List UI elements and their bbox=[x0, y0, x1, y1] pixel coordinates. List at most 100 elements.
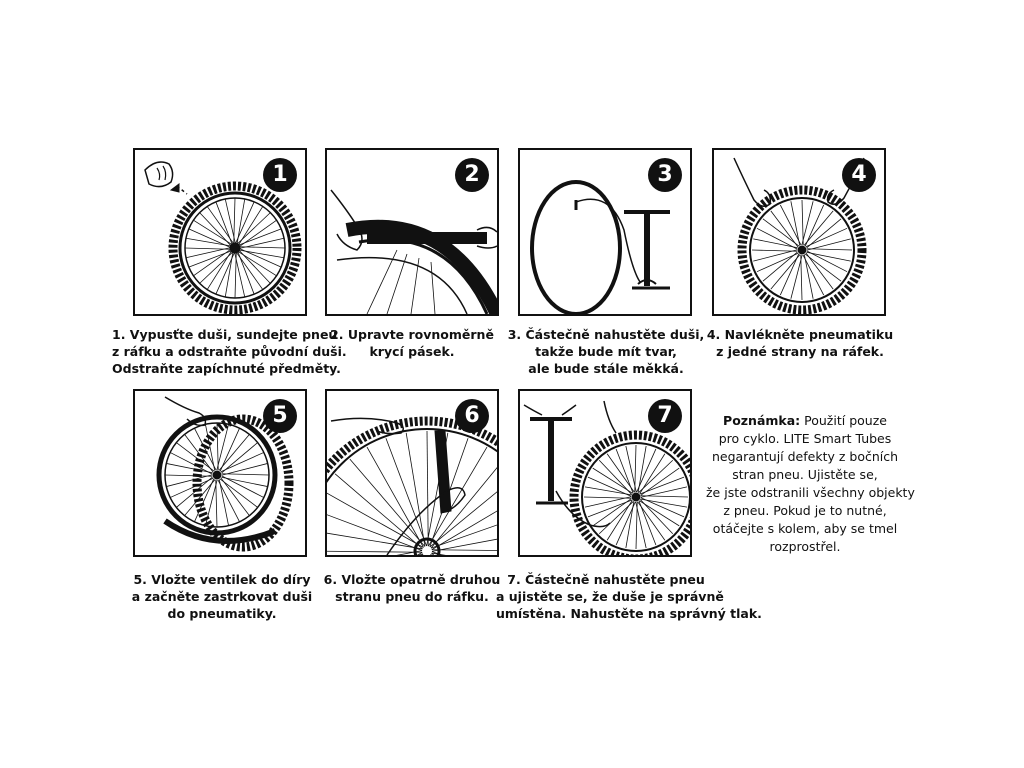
wheel-spoke bbox=[188, 228, 231, 248]
caption-line: stranu pneu do ráfku. bbox=[335, 589, 489, 604]
wheel-spoke bbox=[806, 238, 851, 251]
wheel-spoke bbox=[349, 458, 426, 547]
wheel-spoke bbox=[169, 452, 213, 475]
insert-valve-illustration bbox=[156, 396, 294, 552]
note-first-line: Poznámka: Použití pouze bbox=[706, 412, 904, 430]
wheel-spoke bbox=[327, 492, 424, 548]
wheel-spoke bbox=[239, 237, 285, 249]
wheel-spoke bbox=[166, 474, 213, 487]
wheel-spoke bbox=[753, 249, 798, 262]
wheel-spoke bbox=[635, 501, 647, 549]
wheel-spoke bbox=[639, 476, 685, 495]
wheel-spoke bbox=[385, 438, 427, 547]
wheel-spoke bbox=[625, 501, 635, 549]
wheel-spoke bbox=[215, 201, 233, 245]
wheel-spoke bbox=[327, 532, 423, 550]
wheel-spoke bbox=[418, 553, 424, 555]
wheel-spoke bbox=[598, 459, 632, 495]
wheel-spoke bbox=[184, 479, 216, 516]
wheel-spoke bbox=[779, 204, 802, 246]
wheel-spoke bbox=[640, 498, 688, 508]
wheel-spoke bbox=[803, 254, 814, 299]
step-number-badge: 2 bbox=[455, 158, 489, 192]
mount-tire-side-illustration bbox=[733, 157, 867, 314]
wheel-spoke bbox=[221, 463, 268, 476]
wheel-spoke bbox=[770, 254, 801, 290]
wheel-spoke bbox=[806, 250, 848, 273]
step-1-panel: 1 bbox=[133, 148, 307, 316]
wheel-spoke bbox=[805, 252, 834, 290]
wheel-spoke bbox=[803, 210, 834, 246]
wheel-spoke bbox=[431, 549, 497, 551]
wheel-spoke bbox=[762, 218, 800, 247]
wheel-spoke bbox=[205, 424, 216, 471]
wheel-spoke bbox=[625, 445, 637, 493]
wheel-spoke bbox=[587, 476, 632, 497]
wheel-spoke bbox=[237, 212, 271, 244]
wheel-spoke bbox=[327, 550, 423, 553]
wheel-spoke bbox=[216, 422, 219, 471]
wheel-spoke bbox=[169, 477, 214, 498]
caption-line: z jedné strany na ráfek. bbox=[716, 344, 884, 359]
wheel-spoke bbox=[221, 475, 265, 498]
caption-line: 5. Vložte ventilek do díry bbox=[133, 572, 311, 587]
note-line: pro cyklo. LITE Smart Tubes bbox=[718, 431, 892, 446]
inflate-tube-illustration bbox=[530, 180, 670, 314]
wheel-spoke bbox=[220, 452, 265, 473]
step-7-caption: 7. Částečně nahustěte pneu a ujistěte se… bbox=[496, 571, 762, 622]
wheel-spoke bbox=[164, 474, 213, 477]
wheel-spoke bbox=[218, 434, 250, 471]
caption-line: do pneumatiky. bbox=[167, 606, 277, 621]
wheel-spoke bbox=[430, 524, 497, 549]
wheel-spoke bbox=[239, 250, 271, 284]
wheel-spoke bbox=[184, 434, 214, 473]
step-4-panel: 4 bbox=[712, 148, 886, 316]
wheel-spoke bbox=[238, 228, 282, 246]
step-5-panel: 5 bbox=[133, 389, 307, 557]
wheel-spoke bbox=[806, 248, 853, 251]
step-3-panel: 3 bbox=[518, 148, 692, 316]
wheel-spoke bbox=[235, 201, 255, 244]
caption-line: 1. Vypusťte duši, sundejte pneu bbox=[112, 327, 338, 342]
wheel-spoke bbox=[636, 448, 657, 493]
note-line: rozprostřel. bbox=[769, 539, 841, 554]
note-line: negarantují defekty z bočních bbox=[711, 449, 899, 464]
caption-line: a začněte zastrkovat duši bbox=[131, 589, 313, 604]
step-number-badge: 4 bbox=[842, 158, 876, 192]
wheel-spoke bbox=[221, 476, 268, 487]
wheel-spoke bbox=[184, 247, 231, 250]
wheel-spoke bbox=[194, 427, 217, 471]
wheel-spoke bbox=[592, 498, 632, 527]
wheel-spoke bbox=[801, 201, 814, 246]
wheel-spoke bbox=[639, 500, 680, 527]
note-line: že jste odstranili všechny objekty bbox=[706, 485, 915, 500]
step-5-caption: 5. Vložte ventilek do díry a začněte zas… bbox=[112, 571, 332, 622]
wheel-spoke bbox=[405, 432, 426, 547]
wheel-spoke bbox=[637, 445, 647, 493]
note-title: Poznámka: bbox=[723, 413, 801, 428]
note-line: otáčejte s kolem, aby se tmel bbox=[712, 521, 898, 536]
wheel-spoke bbox=[804, 204, 825, 247]
wheel-spoke bbox=[615, 448, 634, 494]
step-4-caption: 4. Navlékněte pneumatiku z jedné strany … bbox=[690, 326, 910, 360]
wheel-spoke bbox=[429, 491, 497, 548]
wheel-spoke bbox=[215, 252, 235, 295]
step-2-panel: 2 bbox=[325, 148, 499, 316]
wheel-spoke bbox=[327, 514, 423, 551]
wheel-spoke bbox=[219, 427, 240, 472]
wheel-spoke bbox=[640, 486, 688, 498]
wheel-spoke bbox=[790, 254, 803, 299]
wheel-spoke bbox=[431, 538, 497, 552]
rim-tape-illustration bbox=[330, 189, 497, 314]
wheel-spoke bbox=[430, 467, 497, 549]
step-3-caption: 3. Částečně nahustěte duši, takže bude m… bbox=[496, 326, 716, 377]
caption-line: 3. Částečně nahustěte duši, bbox=[507, 327, 705, 342]
note-line: z pneu. Pokud je to nutné, bbox=[723, 503, 887, 518]
caption-line: Odstraňte zapíchnuté předměty. bbox=[112, 361, 341, 376]
wheel-spoke bbox=[806, 251, 851, 262]
wheel-spoke bbox=[215, 479, 218, 528]
wheel-spoke bbox=[426, 430, 429, 547]
wheel-spoke bbox=[217, 479, 240, 523]
wheel-spoke bbox=[640, 467, 680, 496]
wheel-spoke bbox=[221, 442, 258, 474]
